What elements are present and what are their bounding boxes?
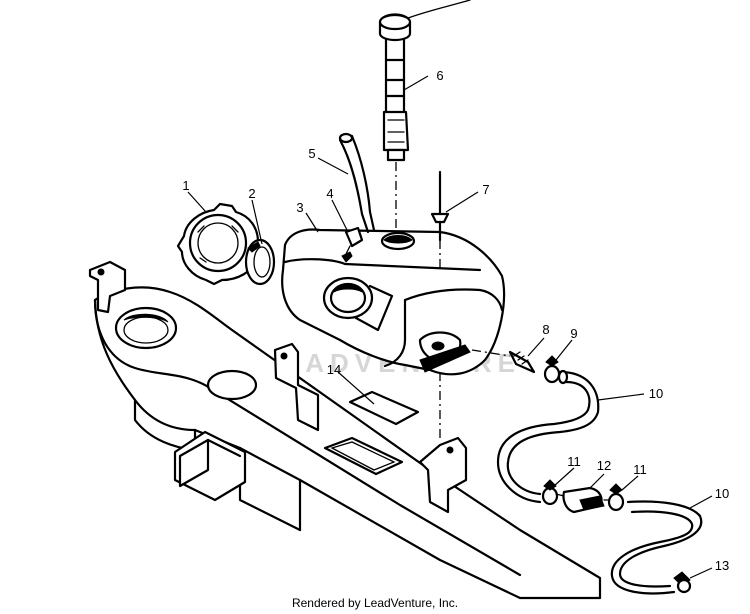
- callout-3: 3: [296, 200, 303, 215]
- callout-11-right: 11: [633, 462, 647, 477]
- fuel-gauge-part-6: [378, 0, 471, 232]
- hose-fitting-part-8: [471, 349, 536, 374]
- fitting-part-4: [341, 226, 364, 263]
- callout-4: 4: [326, 186, 333, 201]
- callout-9: 9: [570, 326, 577, 341]
- callout-8: 8: [542, 322, 549, 337]
- clamp-part-9: [543, 355, 561, 384]
- callout-1: 1: [182, 178, 189, 193]
- callout-14: 14: [327, 362, 341, 377]
- gasket-part-2: [244, 238, 276, 286]
- callout-6: 6: [436, 68, 443, 83]
- dipstick-part-7: [430, 170, 450, 270]
- pad-part-14: [348, 390, 420, 426]
- callout-10-lower: 10: [715, 486, 729, 501]
- leader-lines: [187, 75, 713, 579]
- clamp-part-13: [673, 571, 692, 594]
- callout-labels: 1 2 3 4 5 6 7 8 9 10 11 12 11 10 13 14: [182, 68, 729, 573]
- callout-10: 10: [649, 386, 663, 401]
- fuel-filter-part-12: [555, 486, 613, 514]
- callout-11-left: 11: [567, 454, 581, 469]
- callout-2: 2: [248, 186, 255, 201]
- render-credit: Rendered by LeadVenture, Inc.: [291, 596, 459, 610]
- fuel-cap-part-1: [176, 202, 264, 286]
- fuel-line-part-10-lower: [610, 500, 703, 595]
- callout-13: 13: [715, 558, 729, 573]
- frame-assembly: [88, 260, 602, 600]
- fuel-tank-part-3: [281, 228, 506, 376]
- callout-5: 5: [308, 146, 315, 161]
- callout-7: 7: [482, 182, 489, 197]
- vent-hose-part-5: [338, 132, 376, 234]
- clamp-part-11-right: [607, 483, 625, 512]
- callout-12: 12: [597, 458, 611, 473]
- fuel-line-part-10: [496, 369, 600, 504]
- clamp-part-11-left: [541, 479, 559, 506]
